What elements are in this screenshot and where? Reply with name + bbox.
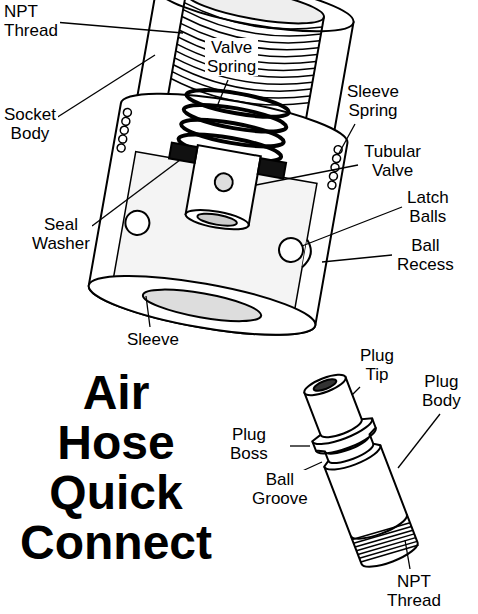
part-label: Ball Recess <box>395 236 456 274</box>
socket-mouth <box>141 283 263 327</box>
seal-washer <box>169 143 197 163</box>
plug-edges <box>311 416 412 545</box>
plug-bore <box>312 377 337 393</box>
spring-coil <box>121 117 130 126</box>
spring-coil <box>332 154 341 163</box>
part-label: Seal Washer <box>30 215 92 253</box>
thread-line <box>355 525 413 551</box>
spring-coil <box>117 143 126 152</box>
valve-end <box>184 206 250 233</box>
part-label: Tubular Valve <box>362 142 423 180</box>
thread-line <box>354 522 412 548</box>
sleeve <box>85 82 351 347</box>
spring-coil <box>120 126 129 135</box>
part-label: NPT Thread <box>2 2 60 40</box>
sleeve-face <box>85 264 319 347</box>
spring-coil <box>118 134 127 143</box>
title: Air Hose Quick Connect <box>20 368 212 568</box>
plug-drawing <box>293 367 423 573</box>
part-label: Plug Boss <box>228 425 270 463</box>
valve-bore <box>197 211 238 228</box>
seal-washer <box>258 158 286 178</box>
part-label: Plug Body <box>420 372 463 410</box>
latch-ball <box>123 209 151 237</box>
plug-tip <box>302 371 348 400</box>
part-label: Ball Groove <box>250 470 310 508</box>
plug-body <box>295 374 422 573</box>
part-label: Plug Tip <box>358 346 396 384</box>
socket-drawing <box>85 0 372 347</box>
latch-ball <box>277 236 305 264</box>
part-label: Sleeve <box>125 330 181 349</box>
spring-coil <box>329 172 338 181</box>
part-label: Socket Body <box>2 105 58 143</box>
part-label: NPT Thread <box>385 572 443 610</box>
part-label: Valve Spring <box>205 38 258 76</box>
valve-hole <box>213 172 234 193</box>
thread-line <box>361 540 419 566</box>
spring-coil <box>327 180 336 189</box>
thread-line <box>352 518 410 544</box>
part-label: Sleeve Spring <box>345 82 401 120</box>
part-label: Latch Balls <box>405 188 451 226</box>
spring-coil <box>123 108 132 117</box>
